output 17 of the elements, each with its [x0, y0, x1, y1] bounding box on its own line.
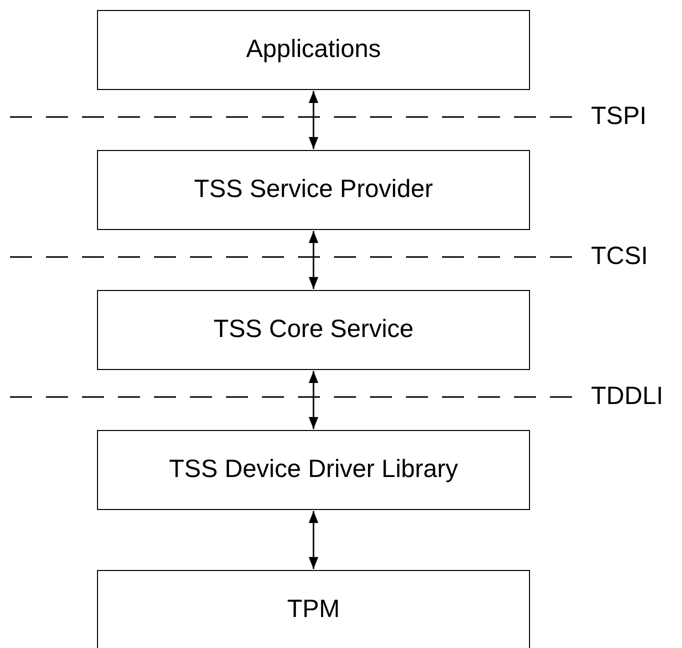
layer-box [97, 10, 530, 90]
arrow [308, 231, 318, 289]
layer-label: TSS Core Service [213, 314, 414, 346]
layer-label: TSS Service Provider [194, 174, 433, 206]
interface-label: TCSI [591, 244, 648, 269]
layer-label: TPM [287, 594, 340, 626]
layer-label: Applications [246, 34, 381, 66]
layer-box [97, 430, 530, 510]
layer-label: TSS Device Driver Library [169, 454, 458, 486]
layer-box [97, 150, 530, 230]
arrow [308, 371, 318, 429]
layer-box [97, 570, 530, 648]
arrow [308, 511, 318, 569]
layer-box [97, 290, 530, 370]
interface-label: TSPI [591, 104, 647, 129]
interface-label: TDDLI [591, 384, 664, 409]
arrow [308, 91, 318, 149]
